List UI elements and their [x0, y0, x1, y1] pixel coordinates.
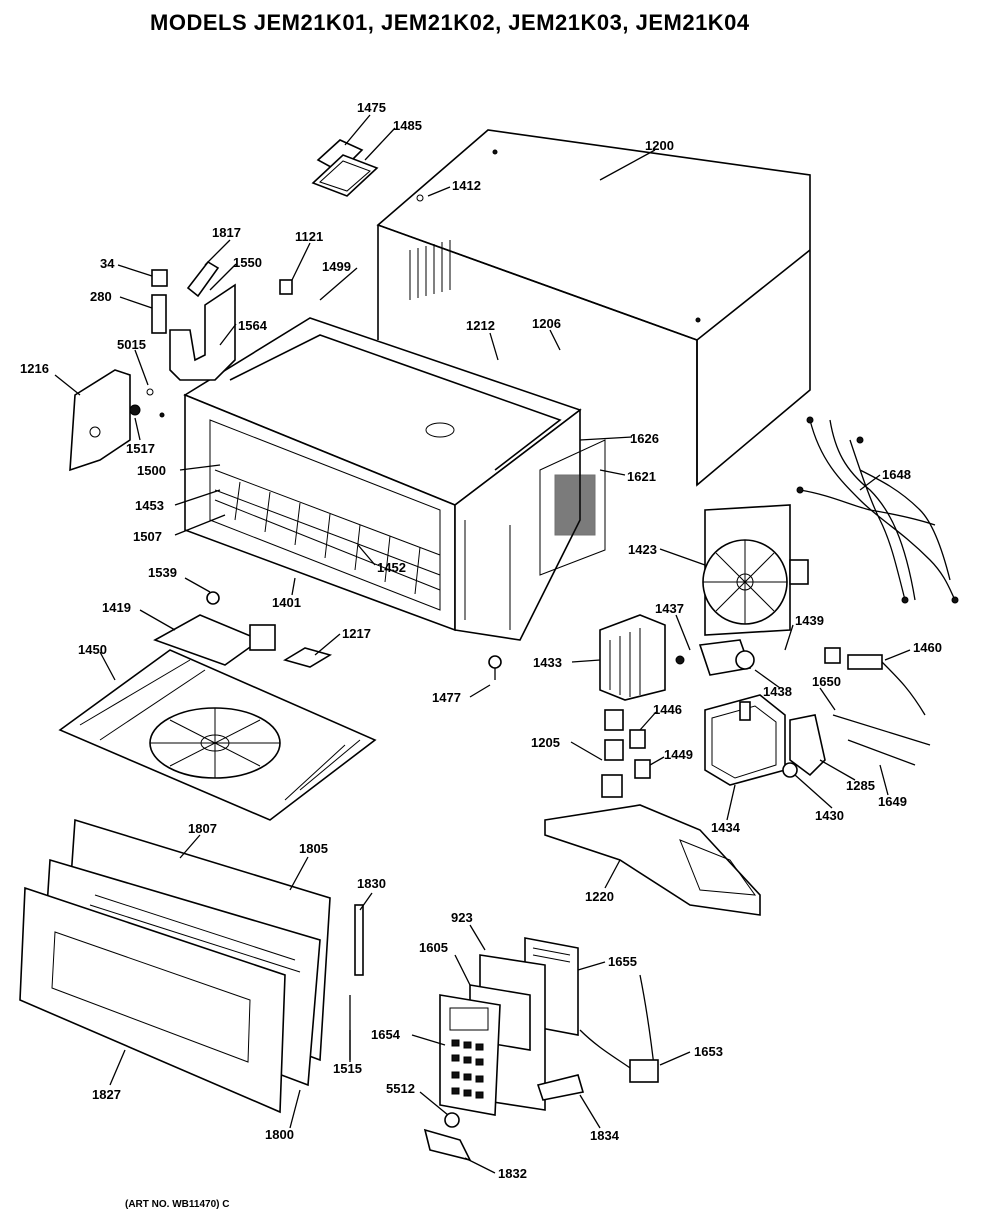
- keypad-buttons: [451, 1039, 484, 1099]
- callout-1649: 1649: [878, 794, 907, 809]
- callout-1449: 1449: [664, 747, 693, 762]
- callout-280: 280: [90, 289, 112, 304]
- callout-1217: 1217: [342, 626, 371, 641]
- callout-1655: 1655: [608, 954, 637, 969]
- callout-1832: 1832: [498, 1166, 527, 1181]
- callout-1499: 1499: [322, 259, 351, 274]
- control-panel: [423, 937, 659, 1162]
- callout-1827: 1827: [92, 1087, 121, 1102]
- callout-1401: 1401: [272, 595, 301, 610]
- callout-1605: 1605: [419, 940, 448, 955]
- callout-34: 34: [100, 256, 115, 271]
- callout-1817: 1817: [212, 225, 241, 240]
- callout-1515: 1515: [333, 1061, 362, 1076]
- callout-1437: 1437: [655, 601, 684, 616]
- upper-left-parts: [69, 139, 379, 472]
- callout-1206: 1206: [532, 316, 561, 331]
- callout-1423: 1423: [628, 542, 657, 557]
- duct-1220: [544, 804, 761, 916]
- callout-1485: 1485: [393, 118, 422, 133]
- diagram-title: MODELS JEM21K01, JEM21K02, JEM21K03, JEM…: [150, 10, 750, 35]
- wire-harness-1648: [796, 416, 959, 604]
- callout-1830: 1830: [357, 876, 386, 891]
- callout-1433: 1433: [533, 655, 562, 670]
- callout-1216: 1216: [20, 361, 49, 376]
- callout-1200: 1200: [645, 138, 674, 153]
- callout-1834: 1834: [590, 1128, 620, 1143]
- callout-1653: 1653: [694, 1044, 723, 1059]
- callout-1419: 1419: [102, 600, 131, 615]
- transformer-1433: [599, 614, 755, 701]
- art-number: (ART NO. WB11470) C: [125, 1199, 229, 1210]
- magnetron-1434: [704, 694, 826, 786]
- callout-1285: 1285: [846, 778, 875, 793]
- callout-1412: 1412: [452, 178, 481, 193]
- callout-labels: 1475 1485 1200 1412 1817 1121 34 1550 14…: [20, 100, 942, 1210]
- callout-1205: 1205: [531, 735, 560, 750]
- leader-lines: [54, 114, 911, 1174]
- callout-1212: 1212: [466, 318, 495, 333]
- callout-1654: 1654: [371, 1027, 401, 1042]
- callout-1475: 1475: [357, 100, 386, 115]
- callout-1626: 1626: [630, 431, 659, 446]
- callout-1446: 1446: [653, 702, 682, 717]
- callout-1805: 1805: [299, 841, 328, 856]
- callout-1450: 1450: [78, 642, 107, 657]
- callout-1807: 1807: [188, 821, 217, 836]
- oven-cavity-1401: [183, 317, 606, 680]
- callout-1460: 1460: [913, 640, 942, 655]
- floor-plate-1450: [58, 591, 377, 821]
- callout-1121: 1121: [295, 229, 323, 244]
- callout-1438: 1438: [763, 684, 792, 699]
- rods-and-plugs: [824, 647, 931, 766]
- callout-1648: 1648: [882, 467, 911, 482]
- callout-5015: 5015: [117, 337, 146, 352]
- callout-1434: 1434: [711, 820, 741, 835]
- callout-5512: 5512: [386, 1081, 415, 1096]
- callout-923: 923: [451, 910, 473, 925]
- callout-1550: 1550: [233, 255, 262, 270]
- callout-1507: 1507: [133, 529, 162, 544]
- outer-case-1200: [376, 129, 811, 487]
- interlock-switches: [601, 709, 651, 798]
- callout-1800: 1800: [265, 1127, 294, 1142]
- callout-1650: 1650: [812, 674, 841, 689]
- door-assembly: [19, 818, 364, 1114]
- callout-1500: 1500: [137, 463, 166, 478]
- callout-1430: 1430: [815, 808, 844, 823]
- callout-1539: 1539: [148, 565, 177, 580]
- callout-1452: 1452: [377, 560, 406, 575]
- callout-1477: 1477: [432, 690, 461, 705]
- callout-1564: 1564: [238, 318, 268, 333]
- callout-1517: 1517: [126, 441, 155, 456]
- callout-1439: 1439: [795, 613, 824, 628]
- callout-1220: 1220: [585, 889, 614, 904]
- callout-1453: 1453: [135, 498, 164, 513]
- fan-assembly-1423: [702, 504, 809, 636]
- callout-1621: 1621: [627, 469, 656, 484]
